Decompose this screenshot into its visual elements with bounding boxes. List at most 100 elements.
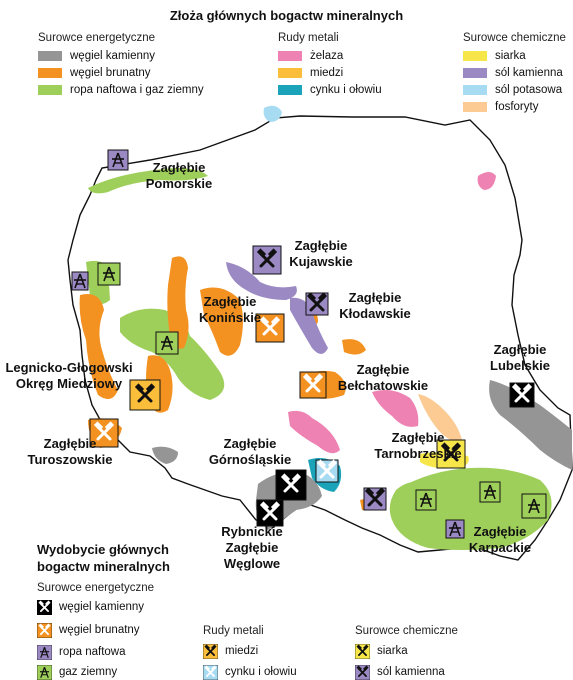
oil-derrick-icon-west bbox=[71, 271, 89, 291]
gas-derrick-icon-west bbox=[97, 262, 121, 286]
oil-derrick-icon-pomorze bbox=[107, 149, 129, 171]
zinc-lead-swatch bbox=[278, 85, 302, 95]
hard-coal-walbrzych bbox=[152, 446, 178, 464]
mining-label: ropa naftowa bbox=[59, 646, 126, 658]
mining-item-sulphur: siarka bbox=[355, 643, 408, 659]
iron-suwalki bbox=[477, 172, 496, 190]
phosphorite-holy-cross bbox=[418, 394, 462, 441]
lignite-hammers-icon-turow bbox=[89, 418, 119, 448]
legend-item-phosphorite: fosforyty bbox=[463, 101, 538, 113]
hammers-icon-coal bbox=[37, 599, 52, 615]
lignite-central-a bbox=[167, 256, 189, 349]
mining-item-lignite: węgiel brunatny bbox=[37, 622, 140, 638]
zinc-hammers-icon-silesia bbox=[315, 458, 339, 483]
legend-item-potash-salt: sól potasowa bbox=[463, 84, 562, 96]
legend-item-sulphur: siarka bbox=[463, 50, 526, 62]
hammers-icon-salt bbox=[355, 664, 370, 680]
legend-item-oil-gas: ropa naftowa i gaz ziemny bbox=[38, 84, 204, 96]
legend-label: cynku i ołowiu bbox=[310, 84, 382, 96]
legend-label: węgiel kamienny bbox=[70, 50, 156, 62]
legend-item-iron: żelaza bbox=[278, 50, 343, 62]
legend-label: ropa naftowa i gaz ziemny bbox=[70, 84, 204, 96]
pomeranian-oil-gas bbox=[88, 168, 208, 194]
phosphorite-swatch bbox=[463, 102, 487, 112]
mining-label: miedzi bbox=[225, 645, 259, 657]
mining-label: węgiel kamienny bbox=[59, 601, 145, 613]
iron-swatch bbox=[278, 51, 302, 61]
lignite-hammers-icon-belchatow bbox=[299, 371, 327, 399]
mining-item-hard-coal: węgiel kamienny bbox=[37, 599, 144, 615]
legend-item-copper: miedzi bbox=[278, 67, 343, 79]
legend-item-lignite: węgiel brunatny bbox=[38, 67, 151, 79]
legend-chem-heading: Surowce chemiczne bbox=[463, 32, 566, 44]
rock-salt-kujawy bbox=[226, 262, 297, 300]
coal-hammers-icon-lublin bbox=[509, 382, 535, 408]
mining-label: węgiel brunatny bbox=[59, 624, 140, 636]
copper-hammers-icon-legnica bbox=[129, 379, 161, 411]
legend-label: miedzi bbox=[310, 67, 344, 79]
mining-ores-heading: Rudy metali bbox=[203, 625, 264, 637]
legend-label: fosforyty bbox=[495, 101, 539, 113]
oil-derrick-icon-carpathians bbox=[445, 519, 465, 539]
legend-label: sól potasowa bbox=[495, 84, 563, 96]
hammers-icon-lignite bbox=[37, 622, 52, 638]
oil-gas-swatch bbox=[38, 85, 62, 95]
salt-hammers-icon-klodawa bbox=[305, 291, 329, 316]
copper-swatch bbox=[278, 68, 302, 78]
hammers-icon-sulphur bbox=[355, 643, 370, 659]
gas-derrick-icon-carpathians-b bbox=[479, 481, 501, 503]
lignite-hammers-icon-konin bbox=[255, 313, 285, 343]
gas-derrick-icon-carpathians-a bbox=[415, 489, 437, 511]
lignite-lodz-b bbox=[342, 339, 366, 355]
map-title: Złoża głównych bogactw mineralnych bbox=[169, 8, 404, 23]
mining-label: cynku i ołowiu bbox=[225, 666, 297, 678]
iron-east bbox=[372, 390, 419, 427]
mining-item-zinc-lead: cynku i ołowiu bbox=[203, 664, 297, 680]
legend-label: siarka bbox=[495, 50, 526, 62]
legend-label: sól kamienna bbox=[495, 67, 563, 79]
salt-hammers-icon-bochnia bbox=[363, 486, 387, 511]
potash-salt-baltic bbox=[263, 105, 282, 122]
hammers-icon-copper bbox=[203, 643, 218, 659]
mining-label: gaz ziemny bbox=[59, 666, 118, 678]
gas-derrick-icon-carpathians-c bbox=[521, 493, 547, 519]
oil-derrick-icon bbox=[37, 644, 52, 660]
lignite-swatch bbox=[38, 68, 62, 78]
rock-salt-swatch bbox=[463, 68, 487, 78]
mining-item-rock-salt: sól kamienna bbox=[355, 664, 445, 680]
salt-hammers-icon-kujawy bbox=[252, 245, 282, 275]
mining-item-gas: gaz ziemny bbox=[37, 664, 117, 680]
legend-item-zinc-lead: cynku i ołowiu bbox=[278, 84, 382, 96]
sulphur-hammers-icon-tarnobrzeg bbox=[436, 439, 466, 469]
lignite-west bbox=[79, 294, 118, 399]
hard-coal-swatch bbox=[38, 51, 62, 61]
mining-label: sól kamienna bbox=[377, 666, 445, 678]
coal-hammers-icon-rybnik bbox=[256, 499, 284, 527]
sulphur-swatch bbox=[463, 51, 487, 61]
lignite-konin bbox=[200, 287, 243, 356]
coal-hammers-icon-silesia bbox=[275, 469, 307, 501]
mining-chem-heading: Surowce chemiczne bbox=[355, 625, 458, 637]
mining-item-oil: ropa naftowa bbox=[37, 644, 126, 660]
legend-label: żelaza bbox=[310, 50, 344, 62]
iron-central bbox=[288, 410, 340, 454]
legend-item-rock-salt: sól kamienna bbox=[463, 67, 563, 79]
legend-energy-heading: Surowce energetyczne bbox=[38, 32, 155, 44]
hammers-icon-zinc bbox=[203, 664, 218, 680]
potash-salt-swatch bbox=[463, 85, 487, 95]
mining-label: siarka bbox=[377, 645, 408, 657]
gas-derrick-icon bbox=[37, 664, 52, 680]
